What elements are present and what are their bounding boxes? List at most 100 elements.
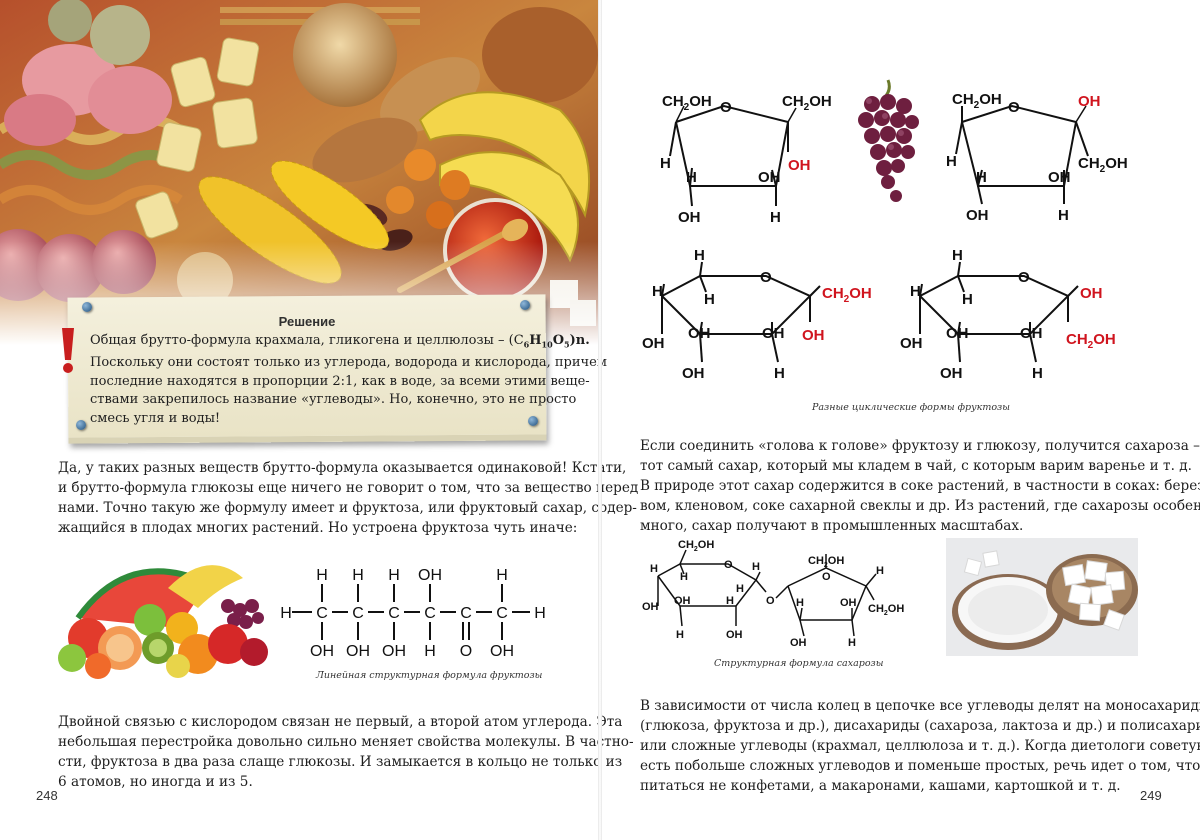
sugar-photo — [946, 538, 1138, 656]
atom-label: O — [724, 559, 733, 571]
atom-label: OH — [790, 637, 807, 649]
atom-label: OH — [802, 327, 825, 344]
text-line: сти, фруктоза в два раза слаще глюкозы. … — [58, 754, 623, 770]
atom-label: OH — [418, 567, 442, 584]
text-line: жащийся в плодах многих растений. Но уст… — [58, 520, 578, 536]
book-fold — [598, 0, 602, 840]
atom-label: OH — [1048, 169, 1071, 186]
text-line: В зависимости от числа колец в цепочке в… — [640, 698, 1200, 714]
atom-label: CH2OH — [808, 555, 844, 569]
pin-icon — [528, 416, 538, 426]
text-line: вом, кленовом, соке сахарной свеклы и др… — [640, 498, 1200, 514]
paragraph: Если соединить «голова к голове» фруктоз… — [640, 436, 1200, 536]
atom-label: C — [424, 605, 436, 622]
atom-label: OH — [946, 325, 969, 342]
atom-label: CH2OH — [868, 603, 904, 617]
text-line: (глюкоза, фруктоза и др.), дисахариды (с… — [640, 718, 1200, 734]
text-line: 6 атомов, но иногда и из 5. — [58, 774, 253, 790]
atom-label: H — [660, 155, 671, 172]
pin-icon — [76, 420, 86, 430]
pin-icon — [520, 300, 530, 310]
sucrose-formula: CH2OH O H H H OH OH H H H OH O CH2OH O H… — [642, 539, 904, 649]
atom-label: O — [760, 269, 772, 286]
atom-label: H — [652, 283, 663, 300]
note-line: смесь угля и воды! — [90, 410, 221, 426]
atom-label: OH — [642, 335, 665, 352]
atom-label: OH — [900, 335, 923, 352]
pin-icon — [82, 302, 92, 312]
atom-label: C — [352, 605, 364, 622]
right-page: CH2OH O CH2OH OH H H OH OH H CH2OH O OH … — [600, 0, 1200, 840]
atom-label: C — [496, 605, 508, 622]
atom-label: H — [388, 567, 400, 584]
atom-label: H — [650, 563, 658, 575]
page-number: 248 — [36, 788, 58, 803]
atom-label: OH — [1020, 325, 1043, 342]
atom-label: H — [686, 169, 697, 186]
atom-label: OH — [674, 595, 691, 607]
cyclic-fructose-forms: CH2OH O CH2OH OH H H OH OH H CH2OH O OH … — [642, 79, 1128, 382]
note-text: Общая брутто-формула крахмала, гликогена… — [90, 332, 607, 428]
text-line: питаться не конфетами, а макаронами, каш… — [640, 778, 1121, 794]
atom-label: H — [1032, 365, 1043, 382]
atom-label: H — [962, 291, 973, 308]
text-line: много, сахар получают в промышленных мас… — [640, 518, 1024, 534]
atom-label: H — [676, 629, 684, 641]
atom-label: OH — [726, 629, 743, 641]
atom-label: H — [424, 643, 436, 660]
atom-label: H — [876, 565, 884, 577]
note-line: последние находятся в пропорции 2:1, как… — [90, 373, 590, 389]
atom-label: H — [280, 605, 292, 622]
atom-label: OH — [682, 365, 705, 382]
atom-label: O — [822, 571, 831, 583]
atom-label: CH2OH — [952, 91, 1002, 111]
cyclic-forms-caption: Разные циклические формы фруктозы — [812, 402, 1010, 413]
atom-label: H — [770, 209, 781, 226]
linear-formula-caption: Линейная структурная формула фруктозы — [316, 670, 543, 681]
atom-label: O — [1018, 269, 1030, 286]
paragraph: В зависимости от числа колец в цепочке в… — [640, 696, 1200, 796]
atom-label: H — [752, 561, 760, 573]
atom-label: O — [720, 99, 732, 116]
sucrose-caption: Структурная формула сахарозы — [714, 658, 884, 669]
atom-label: OH — [310, 643, 334, 660]
atom-label: H — [946, 153, 957, 170]
atom-label: CH2OH — [678, 539, 714, 553]
atom-label: OH — [688, 325, 711, 342]
fruits-photo — [58, 565, 268, 679]
atom-label: H — [534, 605, 546, 622]
atom-label: H — [680, 571, 688, 583]
atom-label: H — [910, 283, 921, 300]
text-line: нами. Точно такую же формулу имеет и фру… — [58, 500, 637, 516]
atom-label: OH — [346, 643, 370, 660]
text-line: небольшая перестройка довольно сильно ме… — [58, 734, 634, 750]
atom-label: H — [726, 595, 734, 607]
food-illustration — [0, 0, 600, 345]
atom-label: CH2OH — [662, 93, 712, 113]
text-line: тот самый сахар, который мы кладем в чай… — [640, 458, 1192, 474]
paragraph: Двойной связью с кислородом связан не пе… — [58, 712, 634, 792]
note-line: Поскольку они состоят только из углерода… — [90, 355, 607, 371]
atom-label: OH — [840, 597, 857, 609]
atom-label: H — [976, 169, 987, 186]
solution-note: Решение Общая брутто-формула крахмала, г… — [62, 294, 607, 444]
atom-label: C — [460, 605, 472, 622]
atom-label: OH — [758, 169, 781, 186]
note-title: Решение — [278, 314, 336, 329]
atom-label: OH — [642, 601, 659, 613]
atom-label: C — [316, 605, 328, 622]
atom-label: H — [796, 597, 804, 609]
atom-label: OH — [940, 365, 963, 382]
atom-label: O — [460, 643, 472, 660]
atom-label: OH — [762, 325, 785, 342]
atom-label: OH — [1078, 93, 1101, 110]
text-line: Двойной связью с кислородом связан не пе… — [58, 714, 623, 730]
atom-label: OH — [490, 643, 514, 660]
atom-label: H — [694, 247, 705, 264]
text-line: В природе этот сахар содержится в соке р… — [640, 478, 1200, 494]
atom-label: O — [1008, 99, 1020, 116]
atom-label: H — [704, 291, 715, 308]
text-line: Да, у таких разных веществ брутто-формул… — [58, 460, 627, 476]
atom-label: CH2OH — [1066, 331, 1116, 351]
text-line: или сложные углеводы (крахмал, целлюлоза… — [640, 738, 1200, 754]
